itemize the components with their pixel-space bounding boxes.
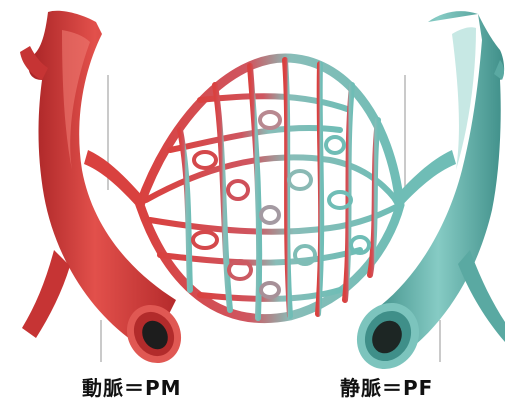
artery-branch-lower	[22, 250, 70, 338]
vein-branch-lower	[458, 250, 505, 342]
artery-caption: 動脈＝PM	[82, 372, 182, 401]
vein-caption: 静脈＝PF	[340, 372, 433, 401]
vein-vessel	[345, 11, 505, 380]
capillary-bed	[140, 58, 400, 319]
